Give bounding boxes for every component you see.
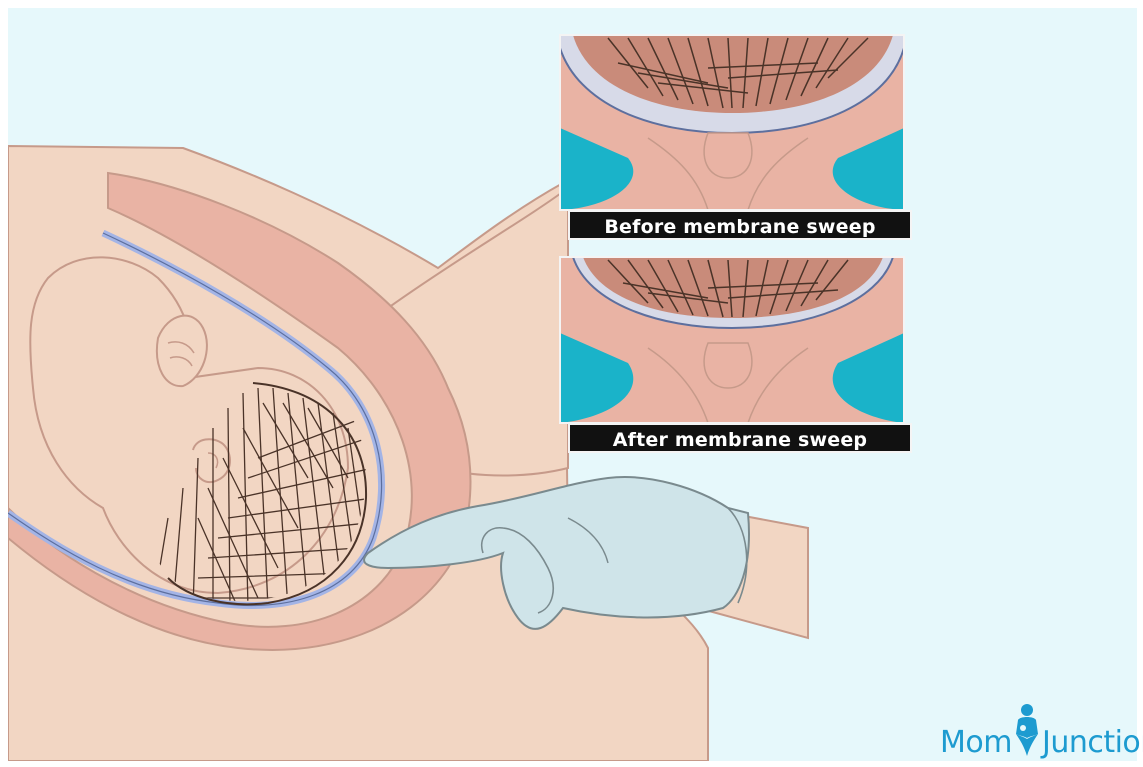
momjunction-logo: Mom Junction	[940, 700, 1143, 760]
membrane-sweep-illustration	[8, 8, 1137, 761]
panel-after	[560, 257, 904, 423]
mother-child-icon	[1010, 700, 1044, 760]
caption-after: After membrane sweep	[568, 423, 912, 453]
caption-before: Before membrane sweep	[568, 210, 912, 240]
logo-text-junction: Junction	[1042, 725, 1143, 760]
panel-before	[560, 35, 904, 210]
illustration-frame: Before membrane sweep After membrane swe…	[8, 8, 1137, 761]
logo-text-mom: Mom	[940, 725, 1012, 760]
